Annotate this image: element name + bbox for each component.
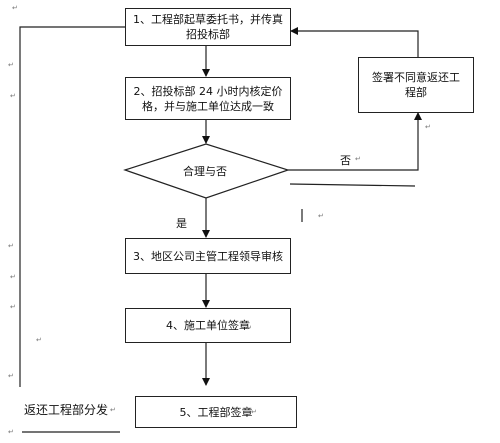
step-3-box: 3、地区公司主管工程领导审核	[125, 238, 291, 274]
step-3-label: 3、地区公司主管工程领导审核	[133, 249, 283, 263]
decision-diamond	[123, 143, 290, 199]
paragraph-mark: ↵	[246, 324, 252, 332]
step-4-label: 4、施工单位签章	[166, 319, 250, 332]
step-2-box: 2、招投标部 24 小时内核定价 格，并与施工单位达成一致	[125, 77, 291, 120]
paragraph-mark: ↵	[110, 406, 116, 414]
yes-label: 是	[176, 217, 187, 230]
paragraph-mark: ↵	[355, 155, 361, 163]
step-5-label: 5、工程部签章	[179, 405, 253, 419]
step-2-line-1: 2、招投标部 24 小时内核定价	[133, 84, 283, 98]
paragraph-mark: ↵	[8, 242, 14, 250]
paragraph-mark: ↵	[425, 123, 431, 131]
arrow-decision-to-reject	[288, 112, 422, 171]
no-branch-underline	[289, 183, 416, 187]
paragraph-mark: ↵	[10, 92, 16, 100]
step-1-box: 1、工程部起草委托书，并传真 招投标部	[125, 8, 291, 46]
paragraph-mark: ↵	[12, 4, 18, 12]
paragraph-mark: ↵	[318, 212, 324, 220]
step-1-line-1: 1、工程部起草委托书，并传真	[133, 13, 283, 26]
paragraph-mark: ↵	[10, 273, 16, 281]
no-label: 否	[340, 154, 351, 167]
step-5-box: 5、工程部签章	[135, 396, 297, 428]
paragraph-mark: ↵	[8, 372, 14, 380]
step-4-box: 4、施工单位签章	[125, 308, 291, 343]
paragraph-mark: ↵	[8, 428, 14, 436]
step-1-line-2: 招投标部	[186, 28, 230, 41]
reject-line-1: 签署不同意返还工	[372, 71, 460, 84]
return-dispatch-label: 返还工程部分发	[24, 403, 109, 417]
decision-label: 合理与否	[183, 165, 227, 178]
step-2-line-2: 格，并与施工单位达成一致	[142, 99, 274, 113]
paragraph-mark: ↵	[8, 61, 14, 69]
paragraph-mark: ↵	[10, 303, 16, 311]
return-line-left	[19, 26, 125, 387]
paragraph-mark: ↵	[251, 408, 257, 416]
reject-line-2: 程部	[405, 86, 427, 99]
paragraph-mark: ↵	[36, 336, 42, 344]
arrow-reject-to-s1	[290, 27, 419, 57]
reject-box: 签署不同意返还工 程部	[358, 57, 474, 113]
